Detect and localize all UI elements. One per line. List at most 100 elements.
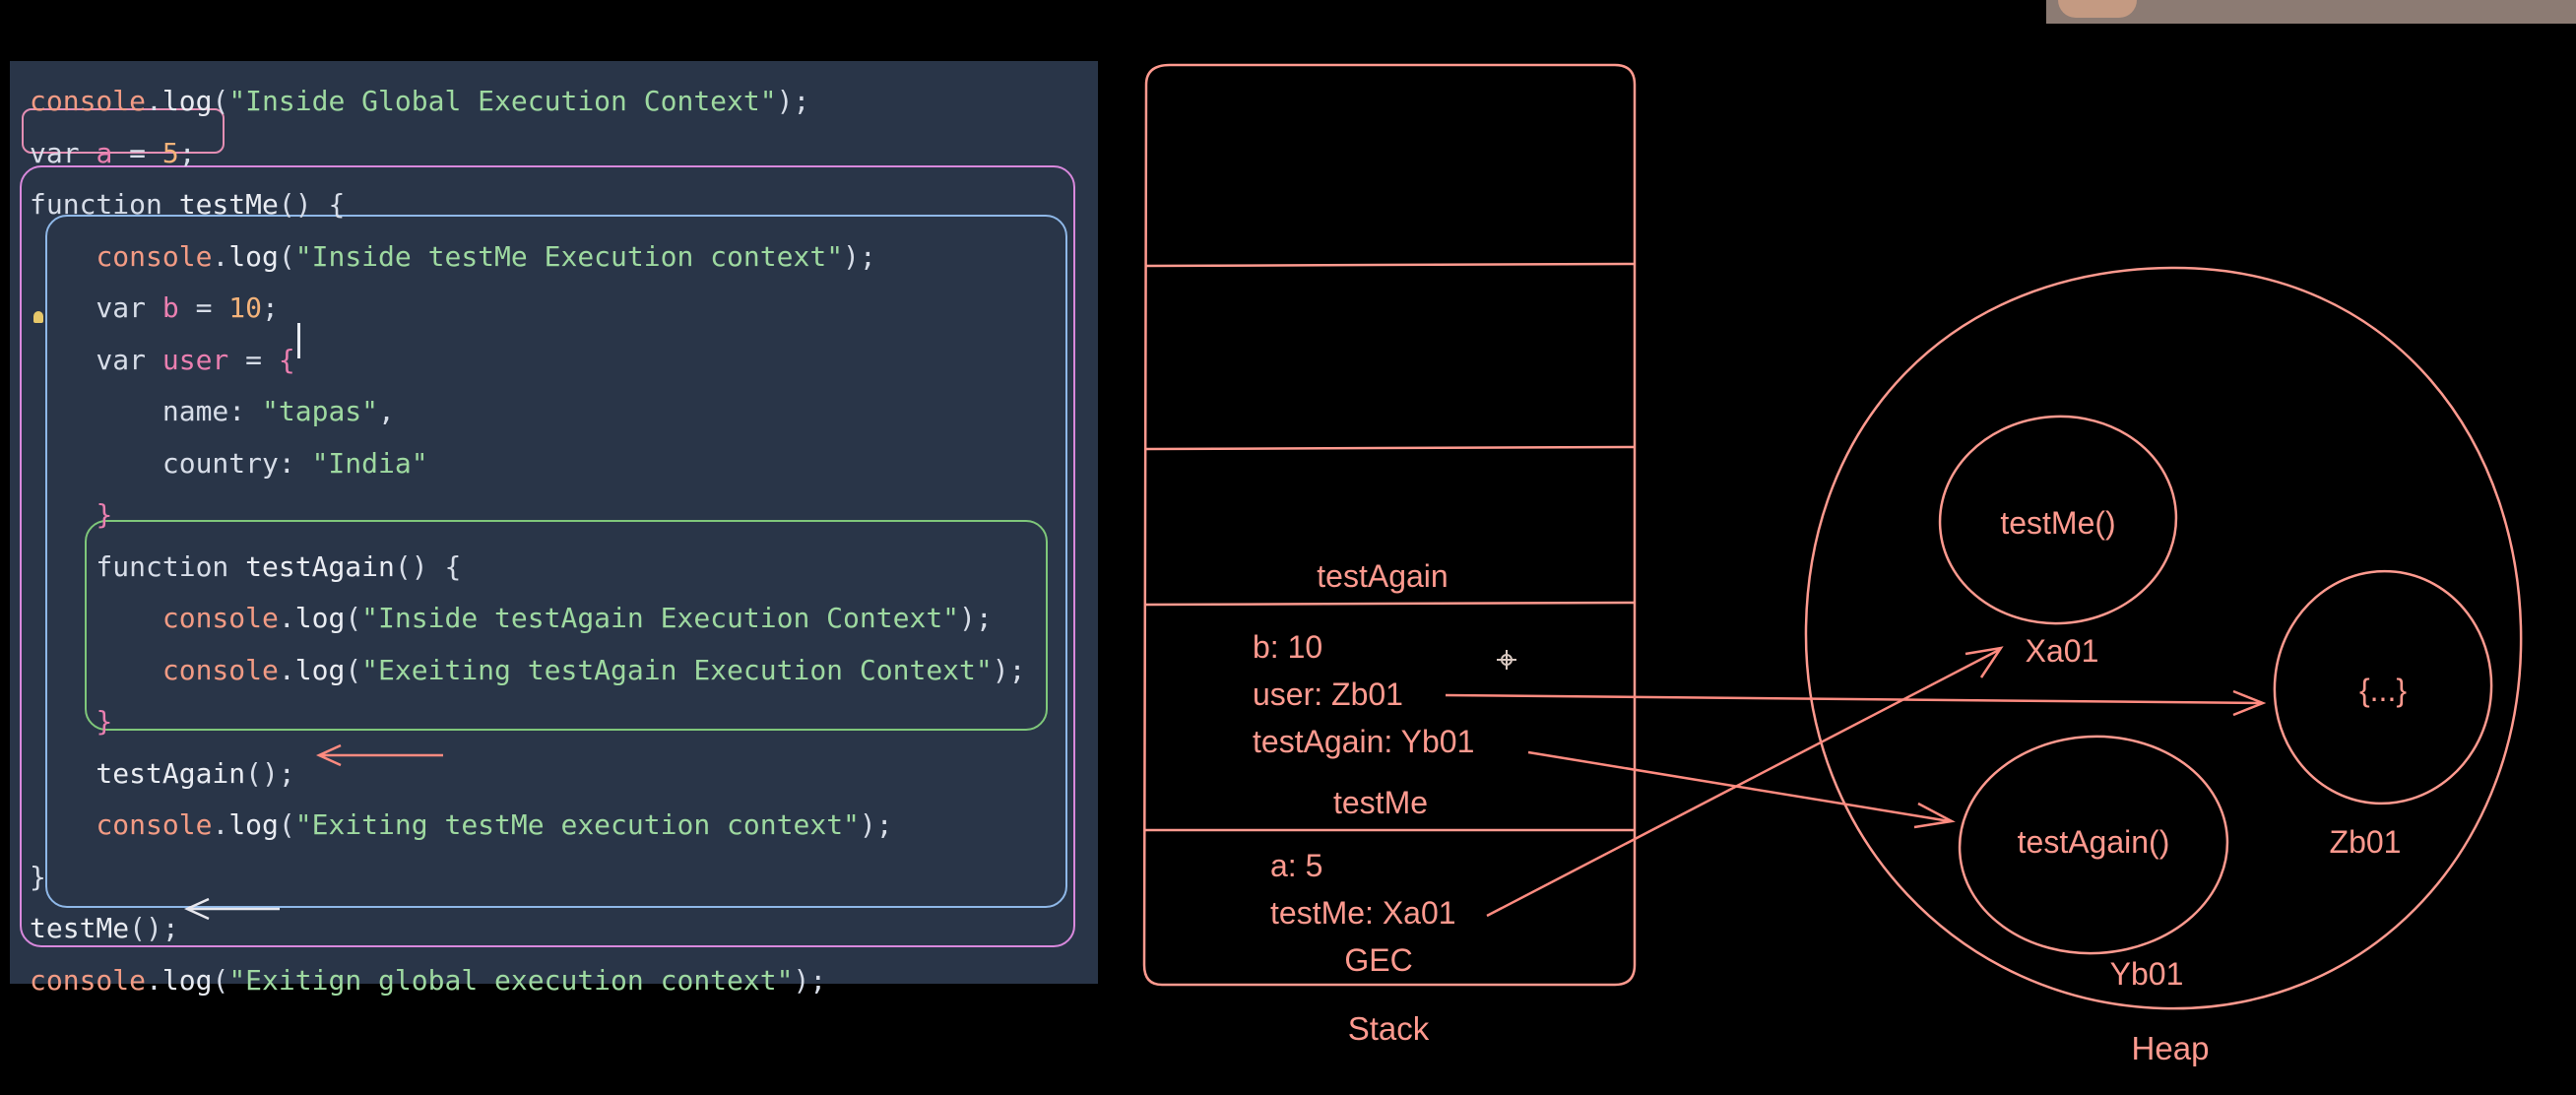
code-token: () {	[278, 188, 346, 221]
code-token: }	[96, 705, 113, 738]
stack-frame-testme-var: b: 10	[1253, 629, 1322, 665]
code-token: () {	[394, 549, 462, 583]
code-line: function testAgain() {	[30, 543, 461, 592]
stack-frame-gec-var: a: 5	[1270, 848, 1322, 883]
arrowhead-icon	[315, 743, 342, 767]
pointer-testagain-to-function	[1527, 750, 1951, 823]
code-token: .	[146, 85, 162, 117]
code-token: ;	[178, 136, 196, 169]
code-token: ,	[378, 395, 395, 427]
code-token: =	[112, 136, 162, 169]
code-token: log	[161, 963, 213, 997]
code-line: console.log("Inside testMe Execution con…	[30, 232, 876, 282]
code-token: (	[212, 963, 229, 997]
code-line: testAgain();	[30, 749, 295, 799]
code-token: "Inside testMe Execution context"	[294, 239, 844, 273]
code-token: }	[96, 498, 113, 531]
code-token: testMe	[178, 188, 279, 221]
cursor-crosshair-icon	[1501, 654, 1513, 666]
heap: testMe() Xa01 {...} Zb01 testAgain() Yb0…	[1804, 266, 2523, 1066]
code-line: var user = {	[30, 336, 295, 385]
code-editor: console.log("Inside Global Execution Con…	[10, 61, 1098, 997]
code-line: function testMe() {	[30, 180, 345, 229]
code-token: "Inside Global Execution Context"	[228, 85, 777, 117]
code-line: }	[30, 697, 112, 746]
code-token: log	[228, 239, 279, 273]
code-token: a	[96, 136, 113, 169]
code-token: log	[294, 653, 346, 686]
code-token: country:	[30, 446, 312, 480]
stack-frame-testme-var: user: Zb01	[1253, 676, 1403, 712]
code-token: var	[30, 343, 162, 376]
arrowhead-icon	[1964, 646, 2004, 678]
code-token: "Exiting testMe execution context"	[294, 808, 860, 841]
code-token: =	[178, 291, 229, 324]
global-var-highlight-box	[22, 108, 225, 154]
code-token: {	[278, 343, 295, 376]
code-line: var b = 10;	[30, 284, 278, 333]
heap-caption: Heap	[2132, 1030, 2210, 1066]
testme-function-box	[20, 165, 1075, 947]
code-token: (	[278, 808, 295, 841]
heap-object-name: testAgain()	[2018, 824, 2170, 860]
heap-object-name: testMe()	[2000, 505, 2115, 541]
code-token: console	[30, 963, 147, 997]
stack-divider	[1144, 445, 1635, 451]
code-token: .	[146, 963, 162, 997]
code-token: console	[96, 808, 213, 841]
code-token: "tapas"	[262, 395, 379, 427]
code-token: testMe	[30, 912, 130, 944]
stack-divider	[1144, 601, 1635, 607]
code-token: 5	[161, 136, 179, 169]
code-token: );	[776, 85, 810, 117]
code-token: .	[212, 808, 229, 841]
code-line: name: "tapas",	[30, 387, 395, 436]
code-token: (	[212, 85, 229, 117]
code-line: console.log("Exitign global execution co…	[30, 956, 826, 1005]
code-token: testAgain	[30, 756, 246, 790]
code-token: user	[161, 343, 229, 376]
heap-object-circle	[2273, 569, 2493, 805]
code-token: (	[345, 602, 362, 634]
arrowhead-icon	[183, 897, 210, 921]
code-line: country: "India"	[30, 439, 428, 488]
heap-object-address: Yb01	[2110, 956, 2184, 992]
stack-frame-gec-label: GEC	[1344, 942, 1412, 978]
code-token: function	[30, 549, 246, 583]
code-token: );	[992, 653, 1026, 686]
code-line: console.log("Exeiting testAgain Executio…	[30, 646, 1026, 695]
code-token: log	[161, 85, 213, 117]
presenter-face	[2058, 0, 2137, 18]
code-line: console.log("Exiting testMe execution co…	[30, 801, 893, 850]
code-token: .	[278, 602, 295, 634]
code-token: );	[859, 808, 893, 841]
code-line: }	[30, 853, 46, 902]
arrowhead-icon	[2232, 689, 2267, 717]
code-line: console.log("Inside Global Execution Con…	[30, 77, 809, 126]
stack-frame-testme-var: testAgain: Yb01	[1253, 724, 1474, 759]
testme-execution-context-box	[45, 215, 1067, 908]
code-token: (	[278, 239, 295, 273]
code-token: );	[959, 602, 993, 634]
code-token: log	[294, 602, 346, 634]
code-token: b	[161, 291, 179, 324]
code-line: }	[30, 490, 112, 540]
lightbulb-icon	[33, 311, 43, 323]
heap-object-address: Xa01	[2026, 633, 2099, 669]
text-cursor	[297, 323, 300, 358]
code-token: console	[96, 239, 213, 273]
code-token: console	[161, 653, 279, 686]
code-token: "India"	[311, 446, 428, 480]
code-token: =	[228, 343, 279, 376]
code-token: ();	[245, 756, 295, 790]
code-token: testAgain	[245, 549, 395, 583]
arrowhead-icon	[1913, 802, 1956, 829]
code-token: name:	[30, 395, 263, 427]
code-token: );	[843, 239, 876, 273]
code-token: );	[793, 963, 827, 997]
stack-caption: Stack	[1348, 1010, 1430, 1047]
stack-divider	[1144, 262, 1635, 268]
reference-arrows	[1445, 646, 2267, 918]
pointer-user-to-object	[1445, 693, 2262, 705]
